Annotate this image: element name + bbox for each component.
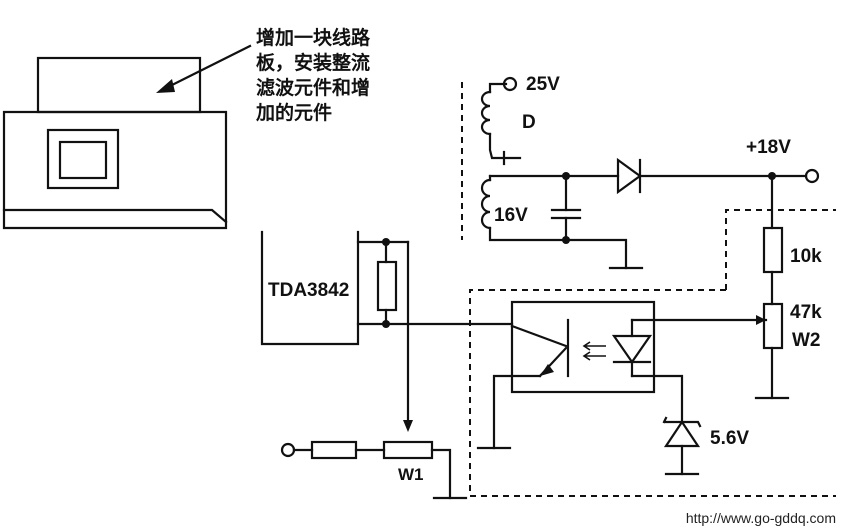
- optocoupler-body: [510, 300, 656, 394]
- annotation-line-1: 增加一块线路: [256, 26, 371, 49]
- watermark: http://www.go-gddq.com: [686, 510, 836, 526]
- chip-resistor: [376, 260, 398, 312]
- chip-body: [260, 230, 360, 346]
- potentiometer-W1: [382, 440, 434, 460]
- annotation-line-2: 板，安装整流: [256, 51, 370, 74]
- w1-input: [280, 440, 468, 500]
- divider-resistors: [754, 174, 790, 400]
- annotation-line-4: 加的元件: [255, 101, 332, 124]
- label-w1: W1: [398, 465, 424, 484]
- opto-led: [611, 334, 653, 364]
- potentiometer-W2: [762, 302, 784, 350]
- label-chip: TDA3842: [268, 280, 349, 301]
- resistor-10k: [762, 226, 784, 274]
- added-board-outline: [469, 209, 836, 497]
- label-18v: +18V: [746, 137, 791, 158]
- label-w2: W2: [792, 330, 821, 351]
- annotation-text: 增加一块线路 板，安装整流 滤波元件和增 加的元件: [255, 26, 371, 124]
- optocoupler: [476, 300, 768, 476]
- label-47k: 47k: [790, 302, 822, 323]
- primary-coil: [480, 90, 492, 136]
- annotation-line-3: 滤波元件和增: [256, 76, 370, 99]
- zener-diode: [663, 420, 701, 448]
- input-terminal: [280, 442, 296, 458]
- label-zener: 5.6V: [710, 428, 749, 449]
- terminal-25v: [502, 76, 518, 92]
- label-25v: 25V: [526, 74, 560, 95]
- tda3842-chip: [260, 230, 514, 432]
- input-resistor: [310, 440, 358, 460]
- tv-chassis: [2, 110, 228, 230]
- terminal-18v: [804, 168, 820, 184]
- label-16v: 16V: [494, 205, 528, 226]
- tv-base-line: [2, 208, 228, 224]
- tv-screen-inner: [58, 140, 108, 180]
- label-10k: 10k: [790, 246, 822, 267]
- annotation-arrow: [164, 44, 252, 90]
- device-illustration: [2, 44, 252, 230]
- label-transformer-D: D: [522, 112, 536, 133]
- tv-screen-outer: [46, 128, 120, 190]
- rectifier-filter: [550, 157, 820, 270]
- rectifier-diode: [616, 157, 642, 195]
- added-circuit-board: [36, 56, 202, 114]
- secondary-coil: [480, 178, 492, 230]
- annotation-arrowhead: [156, 79, 175, 93]
- transformer-D: [461, 76, 568, 242]
